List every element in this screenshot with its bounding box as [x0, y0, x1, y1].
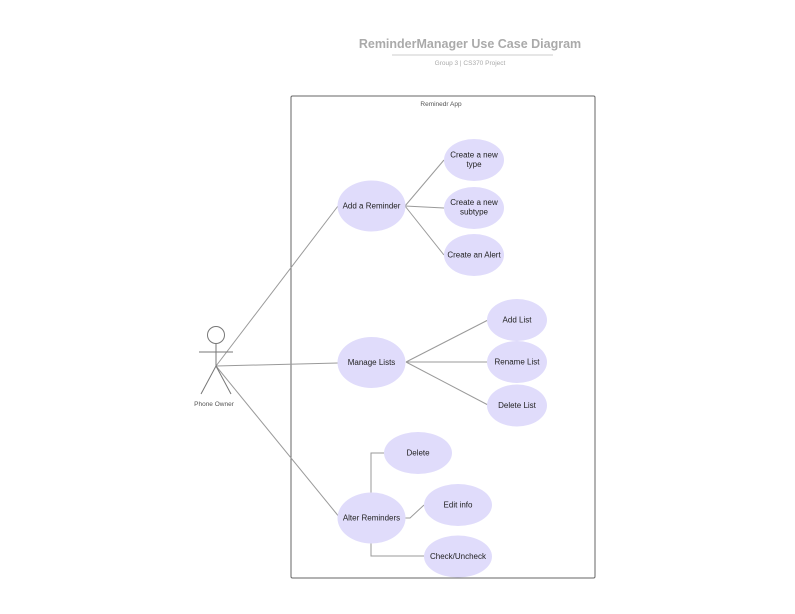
use-case-label: Create a new	[450, 198, 498, 207]
link-alter-reminders-check-uncheck	[370, 543, 424, 557]
use-case-label: Create an Alert	[447, 251, 501, 260]
use-case-label: Rename List	[495, 358, 541, 367]
actor-label: Phone Owner	[194, 401, 235, 408]
actor-phone-owner	[199, 326, 233, 395]
use-case-label: Edit info	[444, 501, 473, 510]
actor-head	[207, 326, 225, 344]
link-add-reminder-create-type	[404, 159, 445, 207]
use-case-label: Check/Uncheck	[430, 552, 487, 561]
use-case-label: Manage Lists	[348, 358, 396, 367]
use-case-create-subtype[interactable]: Create a new subtype	[444, 187, 504, 229]
assoc-actor-add-reminder	[215, 205, 339, 367]
use-case-label: Delete	[406, 449, 430, 458]
use-case-create-alert[interactable]: Create an Alert	[444, 234, 504, 276]
use-case-label: type	[466, 160, 482, 169]
use-case-add-list[interactable]: Add List	[487, 299, 547, 341]
use-case-add-reminder[interactable]: Add a Reminder	[337, 180, 406, 232]
use-case-label: Add a Reminder	[343, 202, 401, 211]
link-manage-lists-delete-list	[405, 361, 489, 406]
link-alter-reminders-delete	[370, 452, 384, 494]
assoc-actor-alter-reminders	[215, 365, 341, 519]
actor-right-leg	[215, 365, 232, 395]
link-manage-lists-add-list	[405, 319, 489, 363]
use-case-alter-reminders[interactable]: Alter Reminders	[337, 492, 406, 544]
use-case-label: Add List	[503, 316, 533, 325]
use-case-label: Create a new	[450, 151, 498, 160]
actor-left-leg	[200, 365, 217, 395]
use-case-check-uncheck[interactable]: Check/Uncheck	[424, 535, 492, 578]
system-label: Reminedr App	[420, 101, 462, 108]
link-add-reminder-create-subtype	[404, 205, 445, 209]
use-case-label: Alter Reminders	[343, 514, 400, 523]
system-boundary	[290, 95, 596, 579]
assoc-actor-manage-lists	[215, 362, 339, 367]
use-case-edit-info[interactable]: Edit info	[424, 484, 492, 526]
diagram-subtitle: Group 3 | CS370 Project	[435, 60, 506, 67]
use-case-manage-lists[interactable]: Manage Lists	[337, 337, 406, 388]
use-case-label: Delete List	[498, 401, 537, 410]
link-add-reminder-create-alert	[404, 205, 445, 256]
use-case-label: subtype	[460, 208, 489, 217]
link-alter-reminders-edit-info	[405, 504, 425, 519]
use-case-create-type[interactable]: Create a new type	[444, 139, 504, 181]
use-case-delete-list[interactable]: Delete List	[487, 384, 547, 427]
use-case-delete[interactable]: Delete	[384, 432, 452, 474]
use-case-rename-list[interactable]: Rename List	[487, 341, 547, 383]
diagram-title: ReminderManager Use Case Diagram	[359, 37, 581, 51]
